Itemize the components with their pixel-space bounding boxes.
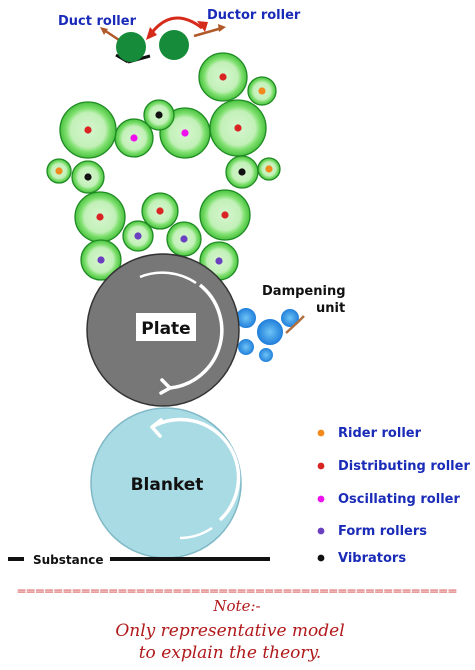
note-line2: to explain the theory. bbox=[139, 643, 322, 663]
note: ========================================… bbox=[17, 586, 457, 663]
legend-dot bbox=[317, 462, 325, 470]
roller-marker-dot bbox=[181, 129, 189, 137]
dampening-unit-label-line1: Dampening bbox=[262, 284, 346, 299]
plate-cylinder: Plate bbox=[86, 253, 240, 407]
note-separator: ========================================… bbox=[17, 586, 457, 597]
substance-line: Substance bbox=[8, 553, 270, 567]
roller-marker-dot bbox=[84, 126, 92, 134]
roller-marker-dot bbox=[155, 111, 163, 119]
roller-marker-dot bbox=[221, 211, 229, 219]
duct-roller-label: Duct roller bbox=[58, 14, 137, 29]
roller-marker-dot bbox=[265, 165, 273, 173]
roller-marker-dot bbox=[84, 173, 92, 181]
note-title: Note:- bbox=[212, 597, 260, 615]
legend-dot bbox=[317, 495, 325, 503]
roller-marker-dot bbox=[55, 167, 63, 175]
roller-marker-dot bbox=[238, 168, 246, 176]
roller-marker-dot bbox=[130, 134, 138, 142]
legend-label: Vibrators bbox=[338, 551, 406, 566]
legend-label: Form rollers bbox=[338, 524, 427, 539]
roller-marker-dot bbox=[180, 235, 188, 243]
duct-roller bbox=[116, 32, 146, 62]
legend-dot bbox=[317, 527, 325, 535]
legend-dot bbox=[317, 429, 325, 437]
roller-marker-dot bbox=[97, 256, 105, 264]
legend-label: Distributing roller bbox=[338, 459, 470, 474]
roller-marker-dot bbox=[215, 257, 223, 265]
roller-marker-dot bbox=[258, 87, 266, 95]
roller-marker-dot bbox=[156, 207, 164, 215]
plate-label: Plate bbox=[141, 319, 190, 339]
duct-roller-group bbox=[100, 16, 226, 64]
roller-marker-dot bbox=[134, 232, 142, 240]
legend-label: Oscillating roller bbox=[338, 492, 460, 507]
blanket-cylinder: Blanket bbox=[90, 407, 242, 559]
roller-marker-dot bbox=[234, 124, 242, 132]
dampening-unit-label-line2: unit bbox=[316, 301, 345, 316]
inking-roller-train bbox=[46, 52, 281, 281]
dampening-unit: Dampening unit bbox=[234, 284, 346, 364]
legend-label: Rider roller bbox=[338, 426, 422, 441]
roller-marker-dot bbox=[219, 73, 227, 81]
blanket-label: Blanket bbox=[131, 475, 204, 495]
note-line1: Only representative model bbox=[115, 621, 344, 641]
ductor-roller bbox=[159, 30, 189, 60]
ductor-roller-label: Ductor roller bbox=[207, 8, 301, 23]
substance-label: Substance bbox=[33, 553, 104, 567]
roller-marker-dot bbox=[96, 213, 104, 221]
legend-dot bbox=[317, 554, 325, 562]
